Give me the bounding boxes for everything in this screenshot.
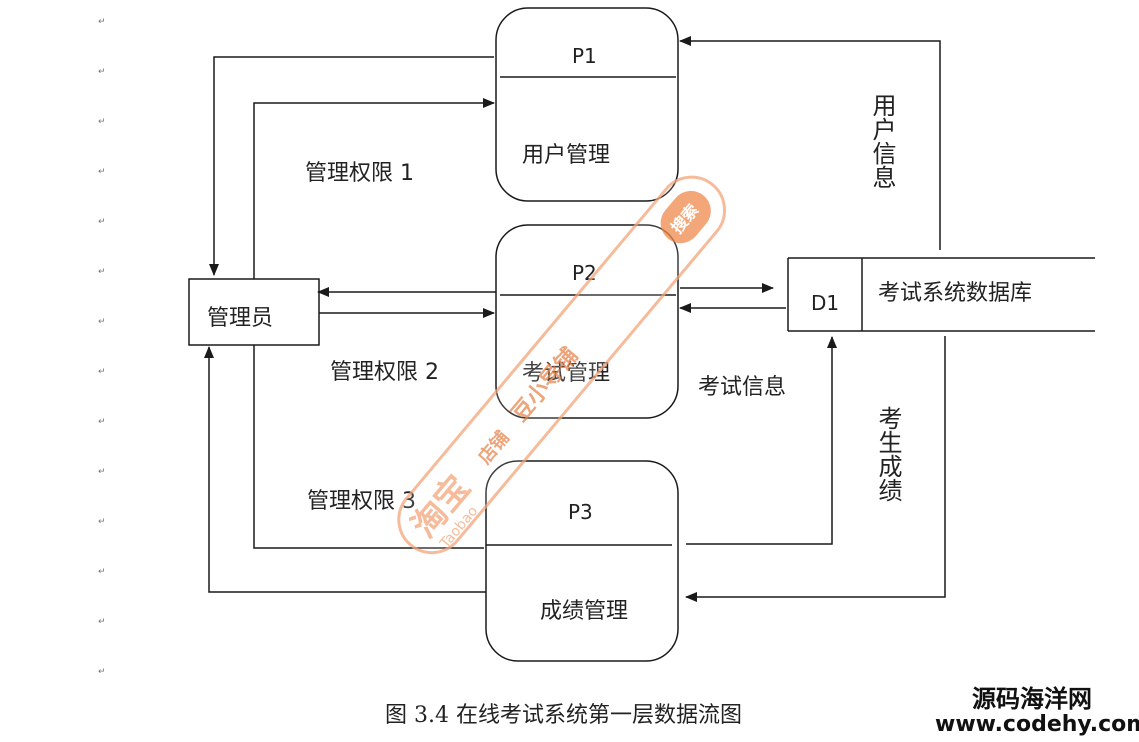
datastore-id: D1 (811, 291, 839, 315)
process-id: P3 (568, 500, 593, 524)
flow-admin-to-p1 (253, 98, 495, 279)
flow-p1-to-admin (209, 56, 494, 276)
flow-label-exam-info: 考试信息 (698, 375, 786, 400)
watermark-band (397, 175, 727, 555)
datastore-d1: D1 考试系统数据库 (787, 257, 1095, 332)
process-name: 考试管理 (522, 361, 610, 386)
site-url: www.codehy.com (935, 712, 1139, 737)
flow-label-perm3: 管理权限 3 (307, 489, 416, 514)
site-watermark: 源码海洋网 www.codehy.com (935, 685, 1139, 737)
flow-admin-to-p3 (253, 345, 484, 549)
svg-text:↵: ↵ (98, 67, 106, 77)
figure-caption: 图 3.4 在线考试系统第一层数据流图 (385, 703, 742, 728)
site-name-cn: 源码海洋网 (972, 685, 1092, 713)
process-id: P1 (572, 44, 597, 68)
flow-label-exam-scores: 考生成绩 (874, 406, 902, 502)
svg-text:↵: ↵ (98, 417, 106, 427)
flow-p3-to-admin (204, 346, 486, 593)
svg-text:↵: ↵ (98, 267, 106, 277)
svg-text:↵: ↵ (98, 667, 106, 677)
flow-labels: 管理权限 1 管理权限 2 管理权限 3 考试信息 用户信息 考生成绩 (305, 93, 902, 514)
process-p2: P2 考试管理 (495, 224, 679, 419)
svg-text:↵: ↵ (98, 317, 106, 327)
flow-d1-to-p3 (685, 336, 946, 602)
svg-text:↵: ↵ (98, 617, 106, 627)
flow-label-perm1: 管理权限 1 (305, 161, 414, 186)
shop-watermark: 淘宝 Taobao 店铺 豆小导铺 搜索 (397, 175, 727, 555)
datastore-name: 考试系统数据库 (878, 281, 1032, 306)
watermark-search-badge (660, 190, 711, 244)
svg-text:↵: ↵ (98, 467, 106, 477)
flow-label-perm2: 管理权限 2 (330, 360, 439, 385)
svg-text:↵: ↵ (98, 167, 106, 177)
entity-label: 管理员 (207, 306, 273, 331)
entity-administrator: 管理员 (188, 278, 320, 346)
process-name: 用户管理 (522, 143, 610, 168)
process-name: 成绩管理 (540, 599, 628, 624)
process-id: P2 (572, 261, 597, 285)
margin-paragraph-marks: ↵ ↵ ↵ ↵ ↵ ↵ ↵ ↵ ↵ ↵ ↵ ↵ ↵ ↵ (98, 17, 106, 677)
process-p3: P3 成绩管理 (485, 460, 679, 662)
svg-text:↵: ↵ (98, 117, 106, 127)
svg-text:↵: ↵ (98, 17, 106, 27)
flow-p3-to-d1 (686, 336, 837, 545)
svg-text:↵: ↵ (98, 517, 106, 527)
svg-text:↵: ↵ (98, 367, 106, 377)
flow-d1-to-p1 (679, 36, 941, 250)
process-p1: P1 用户管理 (495, 7, 679, 202)
flow-label-user-info: 用户信息 (868, 93, 896, 189)
svg-text:↵: ↵ (98, 567, 106, 577)
flow-arrows (204, 36, 946, 602)
svg-text:↵: ↵ (98, 217, 106, 227)
